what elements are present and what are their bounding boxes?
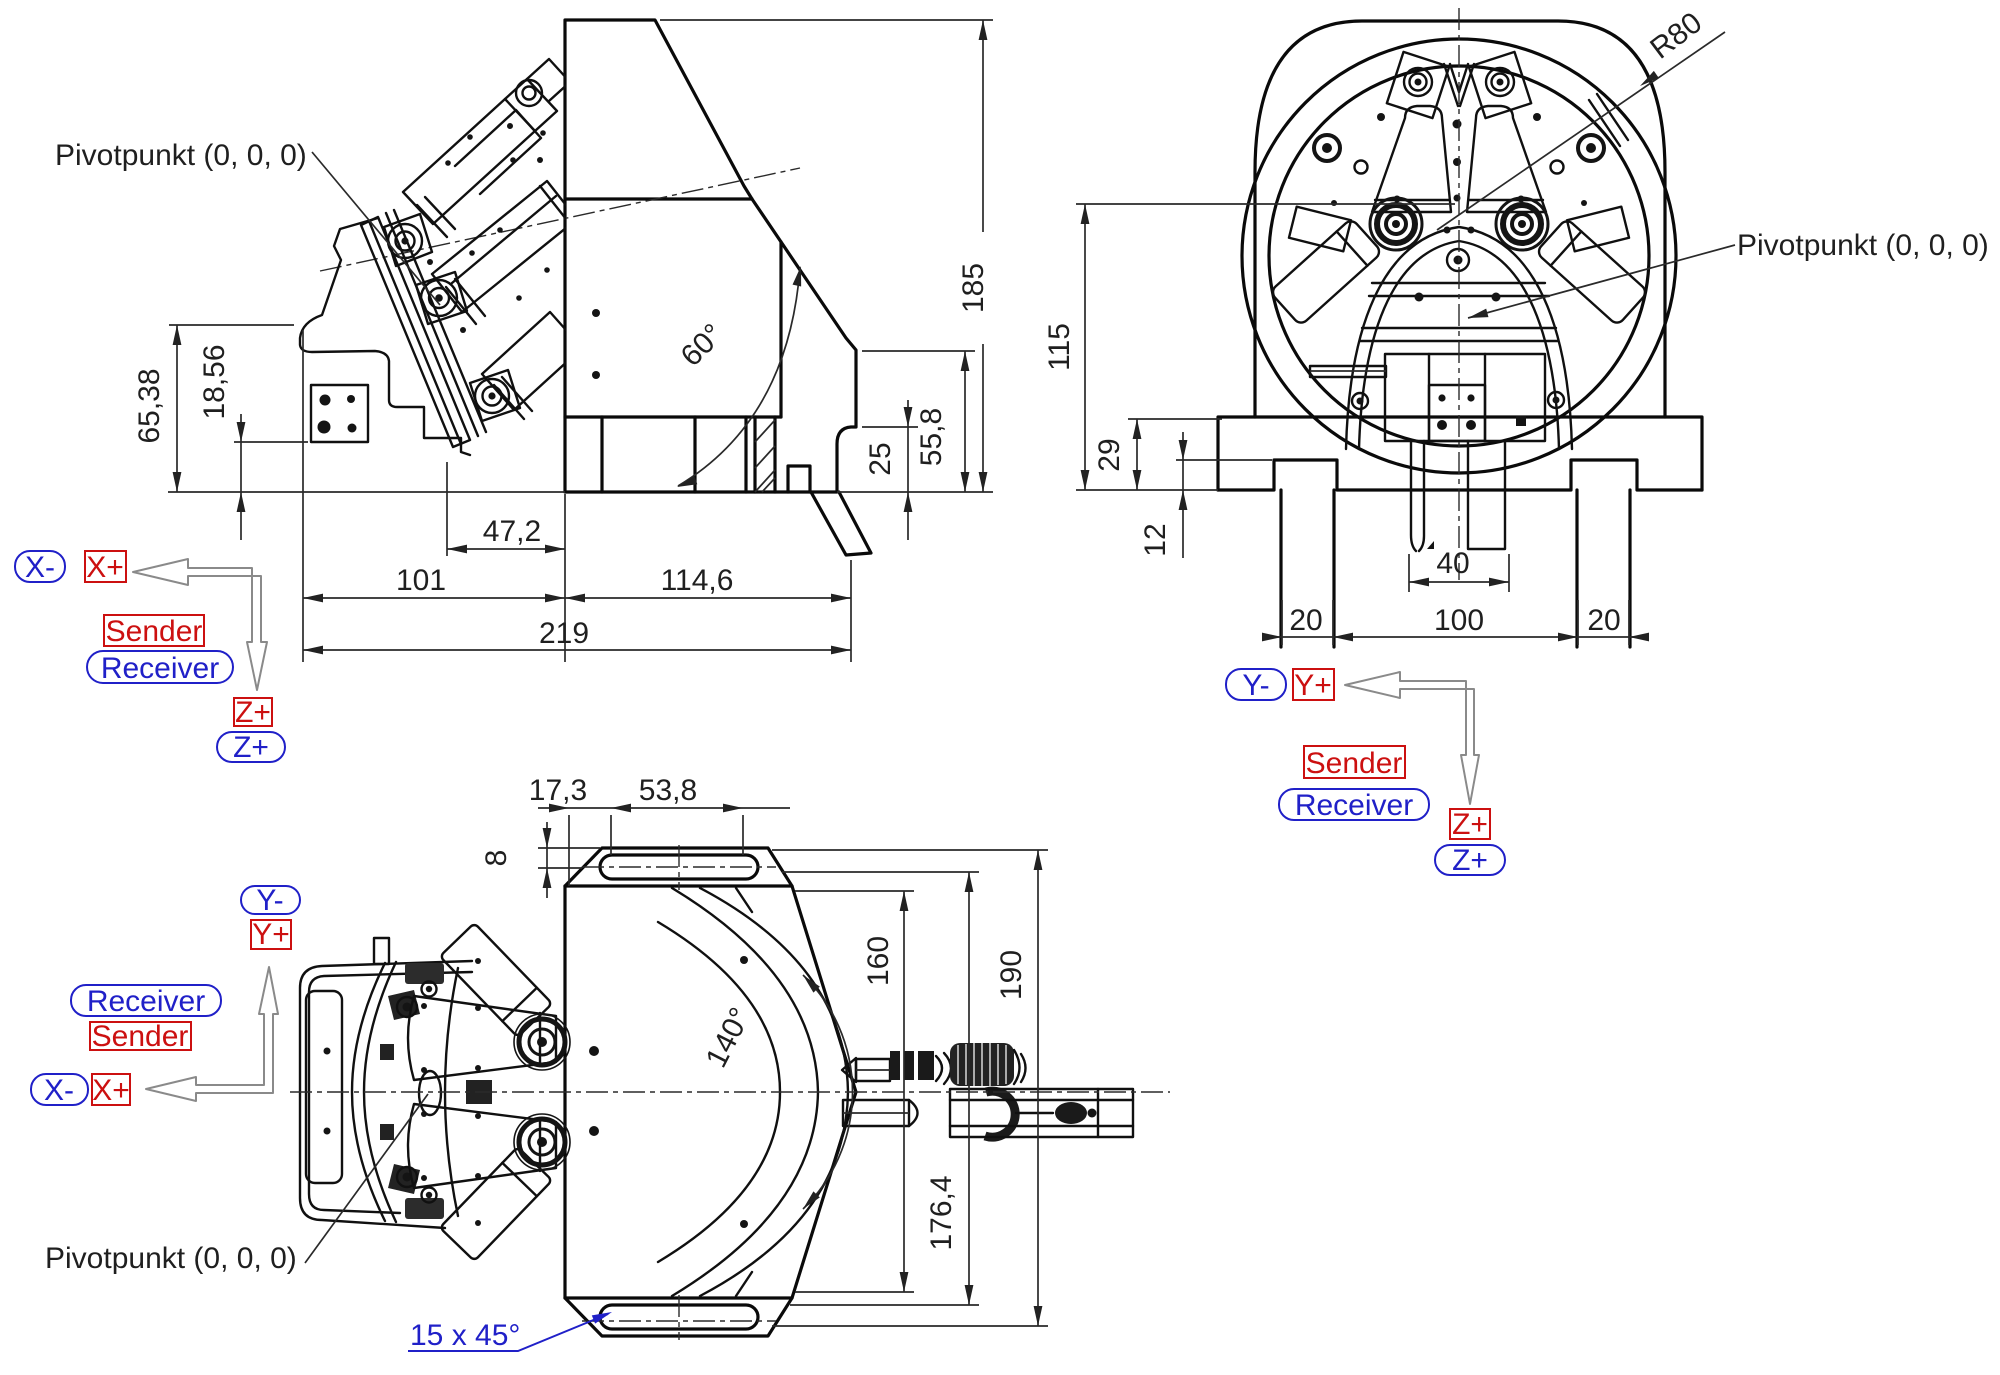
svg-text:20: 20 — [1587, 604, 1620, 637]
svg-text:Sender: Sender — [92, 1020, 189, 1053]
svg-text:Receiver: Receiver — [87, 985, 205, 1018]
svg-text:Z+: Z+ — [233, 731, 269, 764]
svg-text:25: 25 — [864, 442, 897, 475]
svg-text:Y-: Y- — [256, 884, 283, 917]
svg-text:Y+: Y+ — [252, 918, 290, 951]
svg-text:18,56: 18,56 — [198, 344, 231, 419]
svg-text:17,3: 17,3 — [529, 774, 587, 807]
svg-text:8: 8 — [480, 850, 513, 867]
svg-text:Receiver: Receiver — [101, 652, 219, 685]
svg-text:Y-: Y- — [1242, 669, 1269, 702]
svg-text:160: 160 — [862, 936, 895, 986]
svg-text:53,8: 53,8 — [639, 774, 697, 807]
svg-text:X-: X- — [44, 1074, 74, 1107]
svg-text:47,2: 47,2 — [483, 515, 541, 548]
svg-text:185: 185 — [957, 263, 990, 313]
svg-text:X+: X+ — [92, 1074, 130, 1107]
svg-text:29: 29 — [1093, 438, 1126, 471]
svg-text:Pivotpunkt (0, 0, 0): Pivotpunkt (0, 0, 0) — [55, 139, 307, 172]
svg-text:Z+: Z+ — [1452, 808, 1488, 841]
svg-text:20: 20 — [1289, 604, 1322, 637]
svg-text:Sender: Sender — [106, 615, 203, 648]
svg-text:Pivotpunkt (0, 0, 0): Pivotpunkt (0, 0, 0) — [1737, 229, 1989, 262]
svg-text:101: 101 — [396, 564, 446, 597]
svg-text:Sender: Sender — [1306, 747, 1403, 780]
svg-text:12: 12 — [1139, 523, 1172, 556]
svg-text:Receiver: Receiver — [1295, 789, 1413, 822]
svg-text:190: 190 — [995, 950, 1028, 1000]
svg-text:100: 100 — [1434, 604, 1484, 637]
svg-text:114,6: 114,6 — [661, 564, 734, 597]
svg-text:15 x 45°: 15 x 45° — [410, 1319, 520, 1352]
svg-text:X-: X- — [25, 551, 55, 584]
svg-text:219: 219 — [539, 617, 589, 650]
svg-text:Pivotpunkt (0, 0, 0): Pivotpunkt (0, 0, 0) — [45, 1242, 297, 1275]
svg-text:Y+: Y+ — [1294, 669, 1332, 702]
svg-text:X+: X+ — [86, 551, 124, 584]
svg-text:176,4: 176,4 — [925, 1175, 958, 1250]
svg-text:Z+: Z+ — [1452, 844, 1488, 877]
svg-text:Z+: Z+ — [235, 696, 271, 729]
svg-text:55,8: 55,8 — [915, 408, 948, 466]
svg-text:115: 115 — [1043, 323, 1076, 371]
svg-text:40: 40 — [1436, 547, 1469, 580]
svg-text:65,38: 65,38 — [133, 368, 166, 443]
